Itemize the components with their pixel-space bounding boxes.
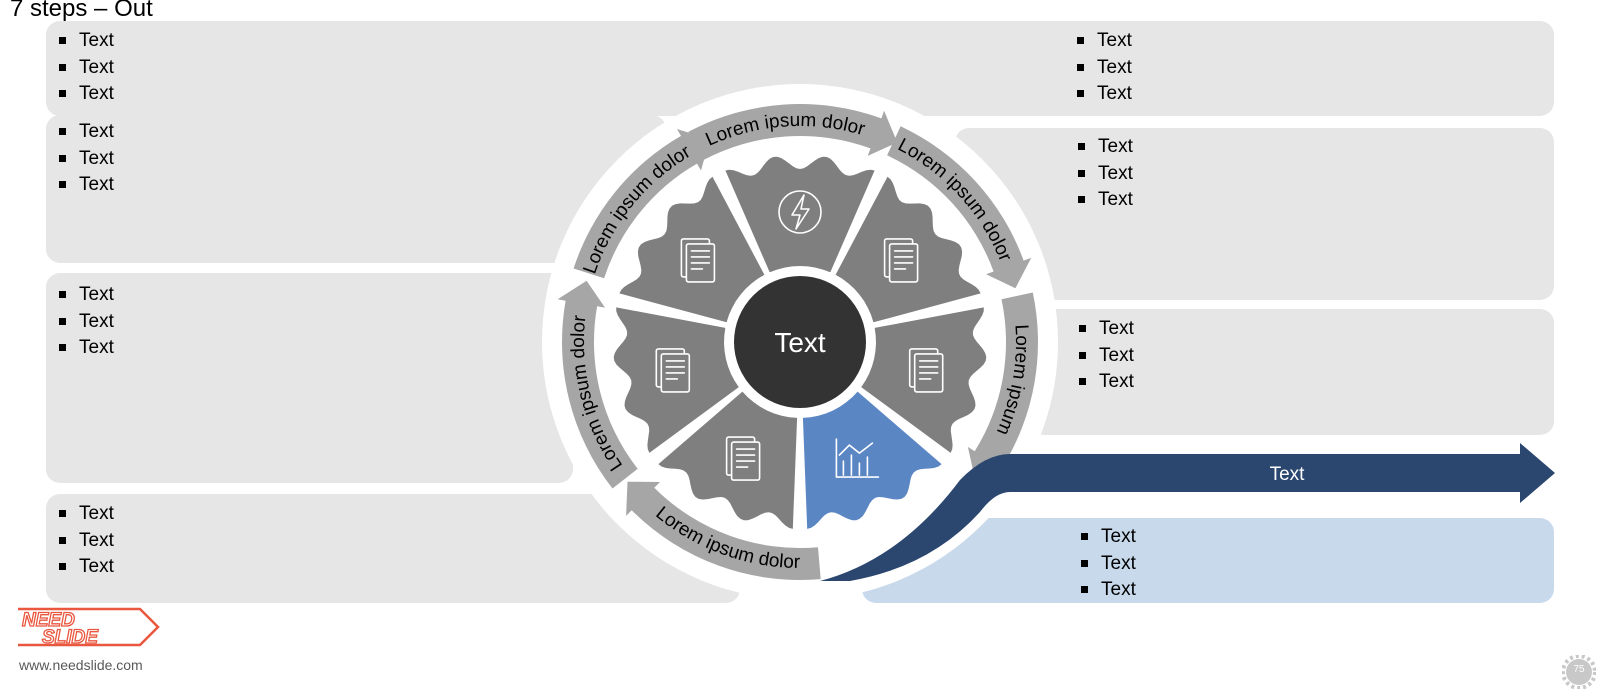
document-pie-chart-icon (883, 238, 919, 283)
list-item: Text (57, 55, 114, 82)
right-box-2-list: Text Text Text (1076, 134, 1133, 214)
list-item: Text (1077, 343, 1134, 370)
list-item: Text (1077, 369, 1134, 396)
list-item: Text (57, 335, 114, 362)
left-box-2-panel (46, 115, 666, 263)
left-box-1-list: Text Text Text (57, 28, 114, 108)
cycle-arrow-6 (557, 280, 638, 489)
center-label: Text (774, 327, 826, 358)
list-item: Text (57, 309, 114, 336)
output-arrow (820, 443, 1555, 581)
list-item: Text (57, 528, 114, 555)
cycle-arrow-3 (967, 292, 1038, 479)
upload-checklist-icon (655, 348, 691, 393)
slide-title: 7 steps – Out (10, 0, 153, 22)
left-box-3-panel (46, 273, 573, 483)
document-chart-icon (680, 238, 716, 283)
list-item: Text (1076, 187, 1133, 214)
list-item: Text (57, 28, 114, 55)
list-item: Text (1079, 524, 1136, 551)
bar-chart-icon (835, 438, 880, 478)
step-segment-5 (658, 391, 798, 529)
right-box-1-list: Text Text Text (1075, 28, 1132, 108)
logo-line-2: SLIDE (42, 627, 99, 648)
right-box-2-panel (955, 128, 1554, 300)
lightning-icon (778, 190, 822, 234)
list-item: Text (57, 146, 114, 173)
certificate-document-icon (725, 436, 761, 481)
cycle-arrow-1 (688, 104, 898, 161)
list-item: Text (1079, 551, 1136, 578)
list-item: Text (1075, 81, 1132, 108)
left-box-4-list: Text Text Text (57, 501, 114, 581)
right-box-4-panel (862, 518, 1554, 603)
left-box-2-list: Text Text Text (57, 119, 114, 199)
checklist-icon (908, 348, 944, 393)
list-item: Text (1076, 134, 1133, 161)
output-arrow-label: Text (1270, 464, 1306, 485)
list-item: Text (57, 172, 114, 199)
cycle-arrow-5 (626, 481, 821, 581)
list-item: Text (1075, 28, 1132, 55)
list-item: Text (57, 119, 114, 146)
list-item: Text (1079, 577, 1136, 604)
right-box-3-panel (1030, 309, 1554, 435)
list-item: Text (1077, 316, 1134, 343)
list-item: Text (1075, 55, 1132, 82)
list-item: Text (57, 282, 114, 309)
logo-line-1: NEED (22, 610, 75, 631)
list-item: Text (57, 501, 114, 528)
right-box-3-list: Text Text Text (1077, 316, 1134, 396)
needslide-logo: NEED SLIDE (18, 607, 160, 649)
list-item: Text (57, 554, 114, 581)
step-segment-4 (802, 391, 942, 529)
center-circle (734, 276, 866, 408)
page-number: 75 (1573, 664, 1585, 675)
list-item: Text (1076, 161, 1133, 188)
list-item: Text (57, 81, 114, 108)
cycle-arrow-7 (573, 129, 710, 279)
cycle-arrow-2 (887, 126, 1032, 289)
page-number-badge: 75 (1561, 654, 1597, 690)
left-box-3-list: Text Text Text (57, 282, 114, 362)
website-url[interactable]: www.needslide.com (19, 657, 143, 673)
right-box-4-list: Text Text Text (1079, 524, 1136, 604)
